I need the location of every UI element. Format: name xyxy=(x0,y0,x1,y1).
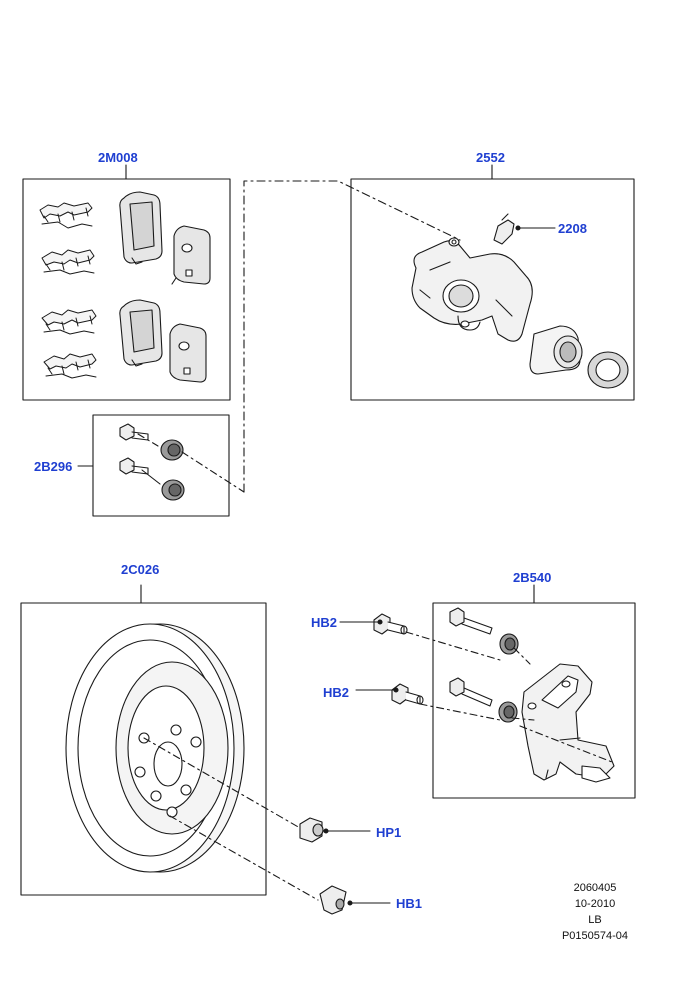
reference-illustration-id: P0150574-04 xyxy=(561,930,629,942)
bolt-icon xyxy=(373,613,408,635)
callout-guide-pin-kit[interactable]: 2B296 xyxy=(34,459,73,474)
piston-icon xyxy=(529,325,583,375)
assembly-path xyxy=(169,815,319,901)
bolt-icon xyxy=(449,677,493,707)
guide-pin-kit-box xyxy=(92,414,230,517)
caliper-group xyxy=(350,164,635,401)
bushing-icon xyxy=(160,439,184,461)
callout-bolt-hb2-upper[interactable]: HB2 xyxy=(311,615,338,630)
reference-date: 10-2010 xyxy=(574,898,616,910)
disc-group xyxy=(20,584,267,896)
reference-region: LB xyxy=(588,914,602,926)
bolt-icon xyxy=(391,683,424,705)
callout-carrier[interactable]: 2B540 xyxy=(513,570,552,585)
illustration-reference: 2060405 10-2010 LB P0150574-04 xyxy=(545,880,645,944)
clip-icon xyxy=(39,202,93,229)
callout-plug-hp1[interactable]: HP1 xyxy=(376,825,402,840)
assembly-path xyxy=(141,469,161,485)
bolt-icon xyxy=(119,423,149,441)
callout-bolt-hb2-lower[interactable]: HB2 xyxy=(323,685,350,700)
pads-group xyxy=(22,164,231,401)
carrier-bracket-icon xyxy=(521,663,615,783)
callout-caliper[interactable]: 2552 xyxy=(476,150,505,165)
caliper-icon xyxy=(411,237,533,342)
assembly-path xyxy=(137,433,245,493)
brake-pad-icon xyxy=(119,191,163,265)
callout-bleed-screw[interactable]: 2208 xyxy=(558,221,587,236)
disc-box xyxy=(20,602,267,896)
assembly-path xyxy=(405,631,531,665)
brake-pad-icon xyxy=(119,299,163,367)
clip-icon xyxy=(43,353,97,379)
bolt-icon xyxy=(119,457,149,475)
clip-icon xyxy=(41,309,97,335)
callout-screw-hb1[interactable]: HB1 xyxy=(396,896,423,911)
assembly-path xyxy=(419,703,613,763)
bushing-icon xyxy=(498,701,518,723)
guide-pin-kit-group xyxy=(77,414,245,517)
bushing-icon xyxy=(499,633,519,655)
callout-pads[interactable]: 2M008 xyxy=(98,150,138,165)
bleed-screw-icon xyxy=(493,213,515,245)
carrier-group xyxy=(432,584,636,799)
reference-code: 2060405 xyxy=(573,882,617,894)
screw-icon xyxy=(319,885,347,915)
assembly-path xyxy=(143,737,301,829)
assembly-connector xyxy=(243,180,461,493)
plug-icon xyxy=(299,817,324,843)
brake-disc-icon xyxy=(65,623,245,873)
bolt-icon xyxy=(449,607,493,635)
bushing-icon xyxy=(161,479,185,501)
clip-icon xyxy=(41,249,95,275)
callout-disc[interactable]: 2C026 xyxy=(121,562,160,577)
brake-pad-icon xyxy=(169,323,207,383)
brake-pad-icon xyxy=(171,225,211,285)
seal-icon xyxy=(587,351,629,389)
